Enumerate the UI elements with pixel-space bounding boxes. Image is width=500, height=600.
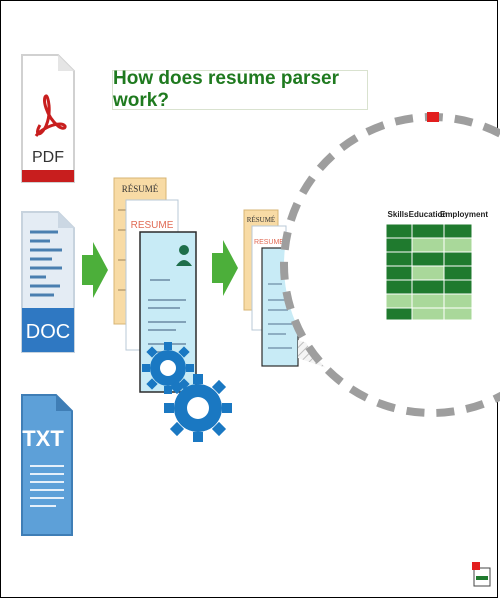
resume-label-small-2: RESUME <box>254 239 284 246</box>
red-marker <box>427 112 439 122</box>
gear-icon <box>142 342 194 394</box>
gear-icon-large <box>164 374 232 442</box>
green-arrow-icon-2 <box>212 240 238 296</box>
txt-label: TXT <box>22 426 64 451</box>
doc-label: DOC <box>26 321 70 343</box>
green-arrow-icon <box>82 242 108 298</box>
doc-file-icon: DOC <box>21 211 75 353</box>
pdf-file-icon: PDF <box>21 54 75 183</box>
resume-label-small: RÉSUMÉ <box>247 216 275 224</box>
table-grid <box>385 223 473 321</box>
pdf-label: PDF <box>32 149 64 166</box>
parsed-table: Skills Education Employment <box>385 210 488 321</box>
diagram-title: How does resume parser work? <box>112 68 368 111</box>
txt-file-icon: TXT <box>21 394 73 536</box>
table-header-employment: Employment <box>440 210 488 219</box>
corner-logo-icon <box>472 562 491 587</box>
table-header-skills: Skills <box>388 210 409 219</box>
resume-label-2: RESUME <box>131 220 174 231</box>
table-header-education: Education <box>409 210 448 219</box>
resume-label: RÉSUMÉ <box>122 184 159 194</box>
